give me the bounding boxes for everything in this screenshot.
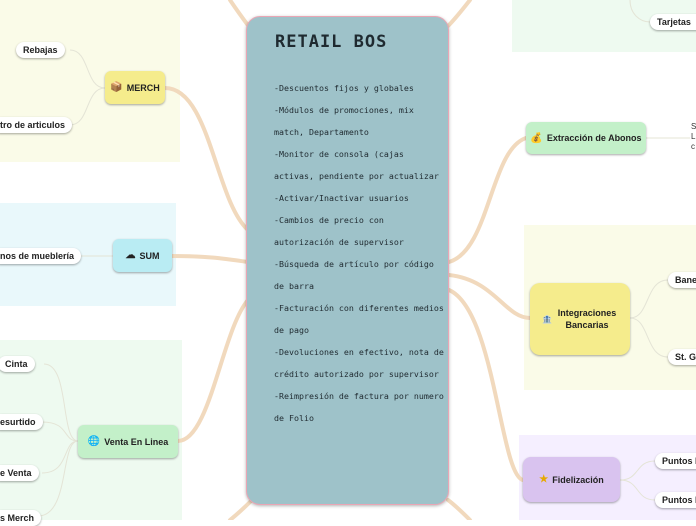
central-line: -Facturación con diferentes medios de pa… <box>274 303 444 335</box>
subtopic-label: esurtido <box>0 417 36 427</box>
topic-label: Venta En Linea <box>104 436 169 447</box>
subtopic-puntos-f[interactable]: Puntos F <box>655 492 696 508</box>
topic-integraciones-bancarias[interactable]: 🏦 Integraciones Bancarias <box>530 283 630 355</box>
wire-merchs <box>37 440 79 517</box>
central-line: -Cambios de precio con autorización de s… <box>274 215 404 247</box>
wire-cinta <box>43 363 79 442</box>
abonos-note: S L c <box>691 122 696 152</box>
subtopic-de-venta[interactable]: e Venta <box>0 465 39 481</box>
subtopic-label: Tarjetas <box>657 17 691 27</box>
subtopic-label: Rebajas <box>23 45 58 55</box>
wire-surtido <box>41 421 79 442</box>
subtopic-banco[interactable]: Bane <box>668 272 696 288</box>
subtopic-label: nos de mueblería <box>0 251 75 261</box>
note-line: L <box>691 132 696 141</box>
subtopic-rebajas[interactable]: Rebajas <box>16 42 65 58</box>
wire-fidelizacion <box>447 288 525 482</box>
central-line: -Devoluciones en efectivo, nota de crédi… <box>274 347 444 379</box>
wire-abonos <box>447 136 528 264</box>
topic-label: Extracción de Abonos <box>546 133 642 143</box>
wire-merch <box>163 86 250 232</box>
wire-bottom-left <box>228 498 254 520</box>
subtopic-label: Cinta <box>5 359 28 369</box>
wire-tarjetas <box>629 0 651 23</box>
wire-integraciones <box>447 273 532 320</box>
topic-label: Fidelización <box>552 474 604 485</box>
subtopic-cinta[interactable]: Cinta <box>0 356 35 372</box>
central-line: -Reimpresión de factura por numero de Fo… <box>274 391 444 423</box>
subtopic-label: Puntos E <box>662 456 696 466</box>
wire-deventa <box>41 440 79 474</box>
topic-fidelizacion[interactable]: ★ Fidelización <box>523 457 620 502</box>
topic-label: Integraciones Bancarias <box>557 308 617 330</box>
central-line: -Búsqueda de artículo por código de barr… <box>274 259 434 291</box>
subtopic-merch[interactable]: s Merch <box>0 510 42 526</box>
subtopic-surtido[interactable]: esurtido <box>0 414 43 430</box>
money-icon: 💰 <box>530 132 543 144</box>
note-line: c <box>691 142 695 151</box>
topic-venta-en-linea[interactable]: 🌐 Venta En Linea <box>78 425 178 458</box>
star-icon: ★ <box>539 474 549 485</box>
subtopic-puntos-e[interactable]: Puntos E <box>655 453 696 469</box>
central-line: -Monitor de consola (cajas activas, pend… <box>274 149 439 181</box>
wire-rebajas <box>69 49 106 89</box>
wire-top-right <box>446 0 472 28</box>
central-line: -Módulos de promociones, mix match, Depa… <box>274 105 414 137</box>
wire-puntos-f <box>619 479 656 501</box>
wire-venta <box>176 298 250 443</box>
note-line: S <box>691 122 696 131</box>
topic-extraccion-abonos[interactable]: 💰 Extracción de Abonos <box>526 122 646 154</box>
subtopic-label: Bane <box>675 275 696 285</box>
central-title: RETAIL BOS <box>275 32 388 52</box>
subtopic-label: s Merch <box>0 513 35 523</box>
central-topic[interactable]: RETAIL BOS -Descuentos fijos y globales … <box>246 16 449 505</box>
cloud-icon: ☁ <box>125 250 136 261</box>
bank-icon: 🏦 <box>542 314 552 324</box>
subtopic-st-g[interactable]: St. G <box>668 349 696 365</box>
subtopic-label: St. G <box>675 352 696 362</box>
box-icon: 📦 <box>110 82 123 93</box>
subtopic-label: Puntos F <box>662 495 696 505</box>
wire-stg <box>629 317 669 358</box>
topic-label: SUM <box>139 250 160 261</box>
subtopic-muebleria[interactable]: nos de mueblería <box>0 248 82 264</box>
subtopic-registro-articulos[interactable]: tro de articulos <box>0 117 73 133</box>
subtopic-label: e Venta <box>0 468 32 478</box>
wire-puntos-e <box>619 460 656 481</box>
wire-sum <box>170 254 250 264</box>
topic-label: MERCH <box>126 82 160 93</box>
subtopic-label: tro de articulos <box>0 120 66 130</box>
central-notes: -Descuentos fijos y globales -Módulos de… <box>274 77 444 429</box>
central-line: -Descuentos fijos y globales <box>274 83 414 93</box>
topic-sum[interactable]: ☁ SUM <box>113 239 172 272</box>
central-line: -Activar/Inactivar usuarios <box>274 193 409 203</box>
topic-merch[interactable]: 📦 MERCH <box>105 71 165 104</box>
wire-registro <box>69 87 106 126</box>
wire-bottom-right <box>446 498 472 520</box>
globe-icon: 🌐 <box>87 436 101 447</box>
subtopic-tarjetas[interactable]: Tarjetas <box>650 14 696 30</box>
wire-bane <box>629 279 669 319</box>
